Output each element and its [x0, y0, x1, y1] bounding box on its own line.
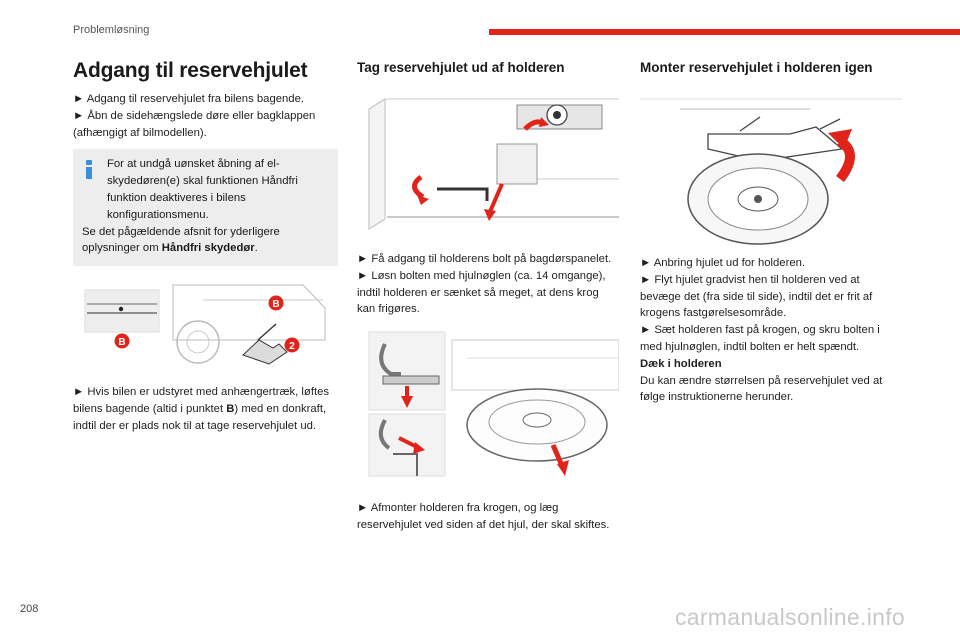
section-title: Adgang til reservehjulet: [73, 59, 308, 82]
intro-step-1: ► Adgang til reservehjulet fra bilens ba…: [73, 93, 304, 105]
remove-step-1: ► Få adgang til holderens bolt på bagdør…: [357, 253, 612, 265]
remove-steps-1: ► Få adgang til holderens bolt på bagdør…: [357, 251, 619, 318]
bolt-center: [553, 111, 561, 119]
hook-2: [378, 419, 391, 450]
turn-arrow-icon: [412, 174, 425, 200]
label-2-badge: [284, 337, 300, 353]
trailer-note-bold: B: [226, 402, 235, 415]
wheel-hub: [522, 412, 552, 428]
watermark: carmanualsonline.info: [674, 604, 905, 630]
trailer-note-suffix: ) med en donkraft, indtil der er plads n…: [73, 402, 327, 432]
refit-steps: ► Anbring hjulet ud for holderen. ► Flyt…: [640, 255, 902, 406]
hook-icon: [379, 343, 401, 377]
van-hub: [186, 330, 210, 354]
jack-icon: [242, 339, 288, 365]
info-text-2-prefix: Se det pågældende afsnit for yderligere …: [82, 225, 280, 255]
refit-step-1: ► Anbring hjulet ud for holderen.: [640, 257, 806, 269]
info-box: For at undgå uønsket åbning af el-skyded…: [73, 149, 338, 267]
figure-refit: [640, 89, 902, 249]
intro-step-2: ► Åbn de sidehængslede døre eller bagkla…: [73, 109, 316, 139]
figure-hook-release: [357, 330, 620, 480]
remove-step-3: ► Afmonter holderen fra krogen, og læg r…: [357, 502, 610, 531]
holder-arms: [739, 116, 841, 132]
rotate-arrow-head: [539, 117, 549, 127]
refit-step-2: ► Flyt hjulet gradvist hen til holderen …: [640, 273, 873, 320]
section-header: Problemløsning: [73, 24, 150, 36]
column-refit-spare: Monter reservehjulet i holderen igen ► A…: [640, 56, 902, 406]
info-text-2-bold: Håndfri skydedør: [161, 242, 255, 255]
holder-frame-icon: [707, 126, 844, 162]
jack-arm: [257, 323, 277, 341]
jack-point-illustration: B B 2: [84, 284, 326, 365]
holder-bracket: [496, 143, 538, 185]
refit-illustration: [640, 98, 902, 245]
hook-inset-bottom: [368, 413, 446, 477]
holder-bar: [382, 375, 440, 385]
column-spare-wheel-access: Adgang til reservehjulet ► Adgang til re…: [73, 56, 338, 435]
label-b2-badge: [268, 295, 284, 311]
page-number: 208: [20, 603, 39, 615]
turn-arrow-head: [417, 195, 429, 205]
pull-arrow-head: [557, 460, 569, 477]
header-accent-bar: [489, 29, 960, 35]
wheel-rim: [488, 399, 586, 445]
figure-bolt-access: [357, 89, 619, 239]
section-title-refit: Monter reservehjulet i holderen igen: [640, 60, 873, 75]
label-b: B: [118, 337, 125, 348]
van-body: [172, 284, 326, 341]
holder-frame: [393, 453, 418, 477]
label-2: 2: [289, 341, 295, 352]
wheel-wrench-icon: [437, 187, 489, 201]
down-arrow-icon: [487, 183, 504, 215]
wheel-center: [754, 195, 762, 203]
door-panel: [368, 98, 386, 230]
down-arrow-head: [484, 209, 496, 221]
tyre-heading: Dæk i holderen: [640, 357, 722, 370]
tyre-text: Du kan ændre størrelsen på reservehjulet…: [640, 374, 883, 404]
info-text-1: For at undgå uønsket åbning af el-skyded…: [107, 158, 298, 221]
trailer-note-prefix: ► Hvis bilen er udstyret med anhængertræ…: [73, 386, 330, 415]
info-text-2: Se det pågældende afsnit for yderligere …: [82, 224, 330, 258]
down-arrow-head-2: [401, 396, 413, 409]
wheel-hub: [737, 186, 779, 212]
bolt-access-illustration: [368, 98, 619, 230]
hook-release-illustration: [368, 331, 620, 477]
inset-panel: [84, 289, 160, 333]
jack-point-dot: [118, 306, 124, 312]
lift-arrow-icon: [835, 136, 855, 183]
remove-step-2: ► Løsn bolten med hjulnøglen (ca. 14 omg…: [357, 269, 606, 316]
side-arrow-head: [413, 442, 425, 455]
section-title-remove: Tag reservehjulet ud af holderen: [357, 60, 565, 75]
van-wheel: [176, 320, 220, 364]
label-b-badge: [114, 333, 130, 349]
label-b2: B: [272, 299, 279, 310]
refit-step-3: ► Sæt holderen fast på krogen, og skru b…: [640, 324, 880, 353]
trailer-note: ► Hvis bilen er udstyret med anhængertræ…: [73, 384, 338, 434]
info-icon: [86, 160, 92, 180]
column-remove-spare: Tag reservehjulet ud af holderen ► Få ad…: [357, 56, 620, 534]
intro-text: ► Adgang til reservehjulet fra bilens ba…: [73, 91, 338, 141]
bumper: [451, 339, 620, 391]
figure-jack-point: B B 2: [73, 280, 338, 368]
lift-arrow-head: [828, 129, 852, 149]
info-text-2-suffix: .: [254, 242, 258, 255]
